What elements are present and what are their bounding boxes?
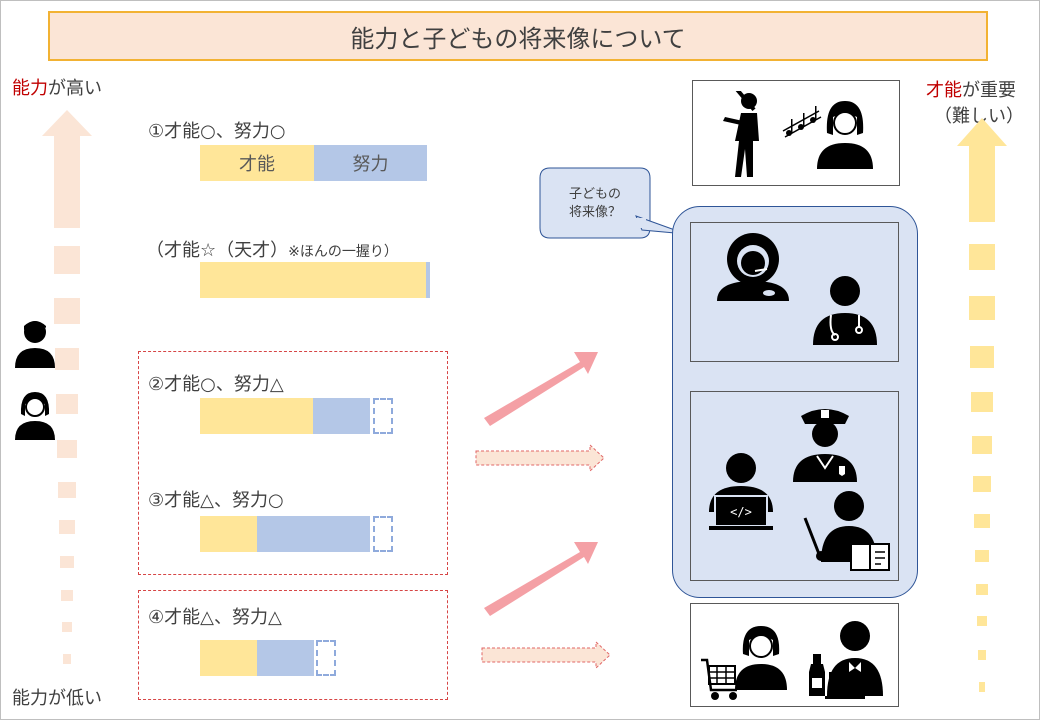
case-genius-note: ※ほんの一握り） [288, 244, 398, 260]
profession-box-talent [692, 80, 900, 186]
case-1-talent-segment: 才能 [200, 145, 314, 181]
arrow-up-1 [484, 352, 598, 426]
callout-line-2: 将来像？ [568, 205, 621, 220]
left-axis-bottom-label: 能力が低い [12, 688, 102, 709]
left-axis-top-label: 能力が高い [12, 74, 102, 100]
right-axis-arrow [957, 118, 1007, 692]
case-2-effort-segment [313, 398, 370, 434]
left-axis-top-rest: が高い [48, 78, 102, 99]
case-1-effort-segment: 努力 [314, 145, 427, 181]
profession-box-low [690, 603, 899, 707]
singer-icon [817, 101, 873, 169]
case-2-label: ②才能○、努力△ [148, 374, 284, 395]
case-genius-label: （才能☆（天才）※ほんの一握り） [146, 236, 398, 262]
case-2-talent-segment [200, 398, 313, 434]
police-officer-icon [793, 409, 857, 482]
callout-text: 子どもの 将来像？ [540, 186, 650, 222]
programmer-icon: </> [709, 453, 773, 530]
case-4-missing-both [316, 640, 336, 676]
case-genius-bar [200, 262, 430, 298]
baseball-player-icon [723, 91, 759, 177]
case-genius-text: （才能☆（天才） [146, 240, 289, 261]
page-title: 能力と子どもの将来像について [48, 11, 988, 61]
profession-box-mid: </> [690, 391, 899, 581]
profession-box-high [690, 222, 899, 362]
girl-icon [15, 392, 55, 440]
case-3-label: ③才能△、努力○ [148, 490, 284, 511]
case-2-bar [200, 398, 370, 434]
case-genius-talent-segment [200, 262, 426, 298]
arrow-right-dashed-1 [475, 443, 605, 473]
right-axis-top-rest: が重要 [962, 80, 1016, 101]
doctor-icon [813, 276, 877, 345]
svg-text:</>: </> [730, 505, 752, 519]
right-axis-top-label: 才能が重要 [926, 76, 1016, 102]
left-axis-top-red: 能力 [12, 78, 48, 99]
group-box-cases-2-3 [138, 351, 448, 575]
case-3-effort-segment [257, 516, 370, 552]
case-1-bar: 才能 努力 [200, 145, 427, 181]
case-genius-effort-segment [426, 262, 430, 298]
case-4-label: ④才能△、努力△ [148, 607, 282, 628]
right-axis-top-red: 才能 [926, 80, 962, 101]
left-axis-arrow [42, 110, 92, 664]
case-3-bar [200, 516, 370, 552]
callout-bubble [539, 167, 687, 239]
case-4-bar [200, 640, 314, 676]
waiter-icon [809, 621, 883, 699]
cashier-icon [701, 626, 787, 700]
arrow-right-dashed-2 [481, 640, 611, 670]
group-box-case-4 [138, 590, 448, 700]
case-4-effort-segment [257, 640, 314, 676]
music-notes-icon [782, 106, 822, 138]
arrow-up-2 [484, 542, 598, 616]
case-3-talent-segment [200, 516, 257, 552]
title-text: 能力と子どもの将来像について [350, 24, 686, 53]
case-3-missing-talent [373, 516, 393, 552]
right-axis-sub-label: （難しい） [934, 106, 1024, 127]
teacher-icon [803, 491, 890, 571]
callout-line-1: 子どもの [568, 187, 621, 202]
case-2-missing-effort [373, 398, 393, 434]
boy-icon [15, 321, 55, 368]
case-1-label: ①才能○、努力○ [148, 121, 286, 142]
astronaut-icon [717, 233, 789, 301]
case-4-talent-segment [200, 640, 257, 676]
